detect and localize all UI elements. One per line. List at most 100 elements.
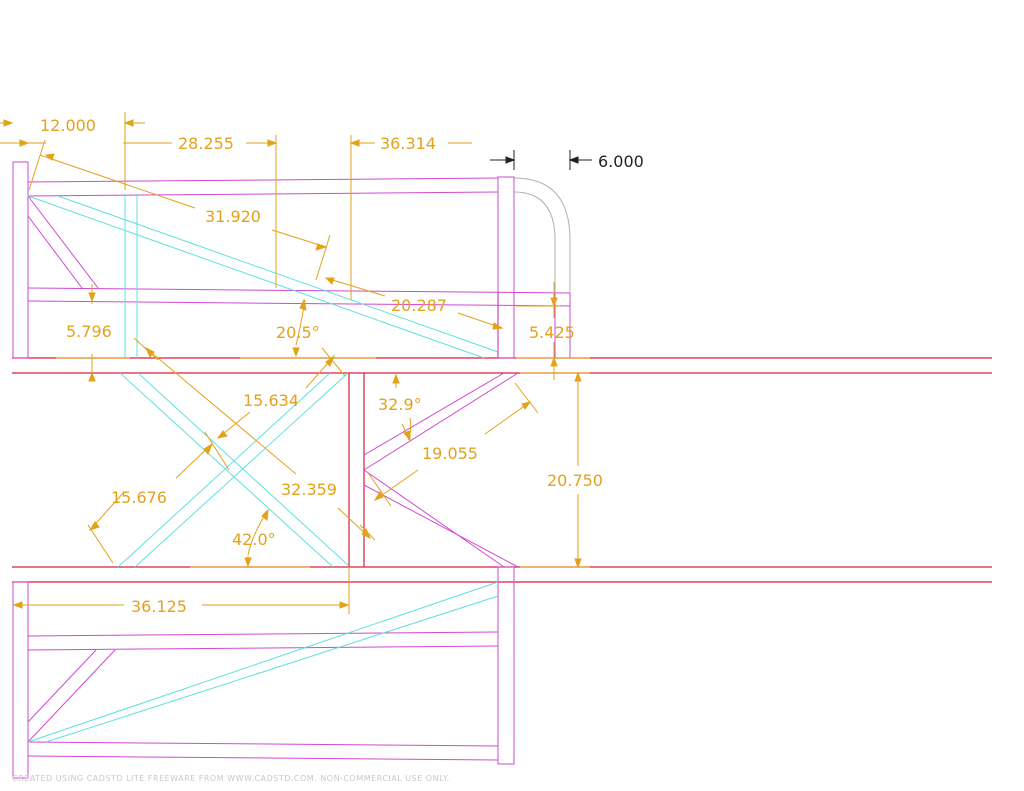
dim-line [271,229,327,248]
cyan-diag-upper-b [57,195,499,353]
lower-brace-a [27,649,97,723]
arrowhead [292,347,300,358]
dim-line [145,347,297,475]
lower-brace-b [27,649,116,743]
left-plate-upper [12,161,29,359]
angle-20-5: 20.5° [276,323,320,342]
arrowhead [12,601,23,609]
dim-line [87,524,114,564]
dim-31-920: 31.920 [205,207,261,226]
cyan-x-b1 [117,372,331,568]
arrowhead [403,430,411,442]
top-tube-lower [27,191,499,197]
bottom-tube-upper [27,741,499,747]
cyan-diag-lower-a [27,581,499,743]
dim-line [484,401,531,435]
cyan-diag-lower-b [45,595,499,743]
arrowhead [325,354,336,367]
bend-outer [513,177,571,293]
arrowhead [568,156,579,164]
watermark-footer: CREATED USING CADSTD LITE FREEWARE FROM … [12,774,450,783]
dim-6-000: 6.000 [598,152,644,171]
frame-rails [12,292,992,583]
mid-tube-lower [27,300,571,307]
arrowhead [574,558,582,569]
dim-28-255: 28.255 [178,134,234,153]
chevron-lower-b [363,484,519,568]
left-brace-b [27,215,83,289]
arrowhead [123,119,134,127]
angle-32-9: 32.9° [378,395,422,414]
angle-42-0: 42.0° [232,530,276,549]
arrowhead [144,346,155,358]
arrowhead [3,119,14,127]
dim-32-359: 32.359 [281,480,337,499]
cyan-members [27,194,499,743]
dim-19-055: 19.055 [422,444,478,463]
dim-15-634: 15.634 [243,391,299,410]
top-tube-upper [27,177,499,183]
dimension-labels: 12.000 28.255 36.314 6.000 31.920 20.287… [40,116,644,616]
dim-line [204,431,230,471]
cyan-x-b2 [134,372,349,568]
arrowhead [574,371,582,382]
dim-5-796: 5.796 [66,322,112,341]
mid-tube-upper [27,287,571,294]
arrowhead [203,442,214,455]
arrowhead [349,139,360,147]
bend-arc [513,177,571,293]
arrowhead [361,528,372,540]
left-plate-lower [12,581,29,779]
dimension-lines [0,112,590,614]
arrowhead [299,298,307,311]
lower-right-upright [497,566,515,765]
arrowhead [216,430,228,439]
dim-20-750: 20.750 [547,471,603,490]
chevron-upper-a [363,372,505,456]
dim-line [325,277,386,297]
arrowhead [550,297,558,308]
arrowhead [373,491,384,501]
arrowhead [244,557,252,568]
bottom-tube-lower [27,755,499,761]
cyan-x-a2 [137,372,350,567]
chevron-upper-b [363,372,519,471]
arrowhead [44,153,55,161]
dim-36-314: 36.314 [380,134,436,153]
dim-line [321,347,346,377]
arrowhead [261,508,269,521]
magenta-members [12,161,571,779]
arrowhead [521,401,532,410]
arrowhead [550,356,558,367]
arrowhead [88,292,96,303]
chevron-lower-a [363,469,505,568]
lower-tube-lower [27,645,499,651]
bend-inner [513,191,556,293]
dimension-6-000 [490,150,592,170]
arrowhead [88,521,100,531]
arrowhead [492,322,504,330]
dim-line [514,382,539,414]
dim-36-125: 36.125 [131,597,187,616]
dim-15-676: 15.676 [111,488,167,507]
dim-line [368,473,392,507]
left-brace-a [27,195,99,289]
cyan-diag-upper-a [27,195,485,359]
arrowhead [267,139,278,147]
dim-line [39,154,196,209]
lower-tube-upper [27,631,499,637]
right-upright [497,176,515,359]
arrowhead [392,373,400,384]
dim-12-000: 12.000 [40,116,96,135]
arrowhead [505,156,516,164]
dim-20-287: 20.287 [391,296,447,315]
arrowhead [88,371,96,382]
arrowhead [315,243,328,251]
arrowhead [339,601,350,609]
arrowhead [324,277,335,285]
dim-line [28,139,46,191]
dim-5-425: 5.425 [529,323,575,342]
arrowhead [19,139,30,147]
cyan-x-a1 [119,372,334,568]
